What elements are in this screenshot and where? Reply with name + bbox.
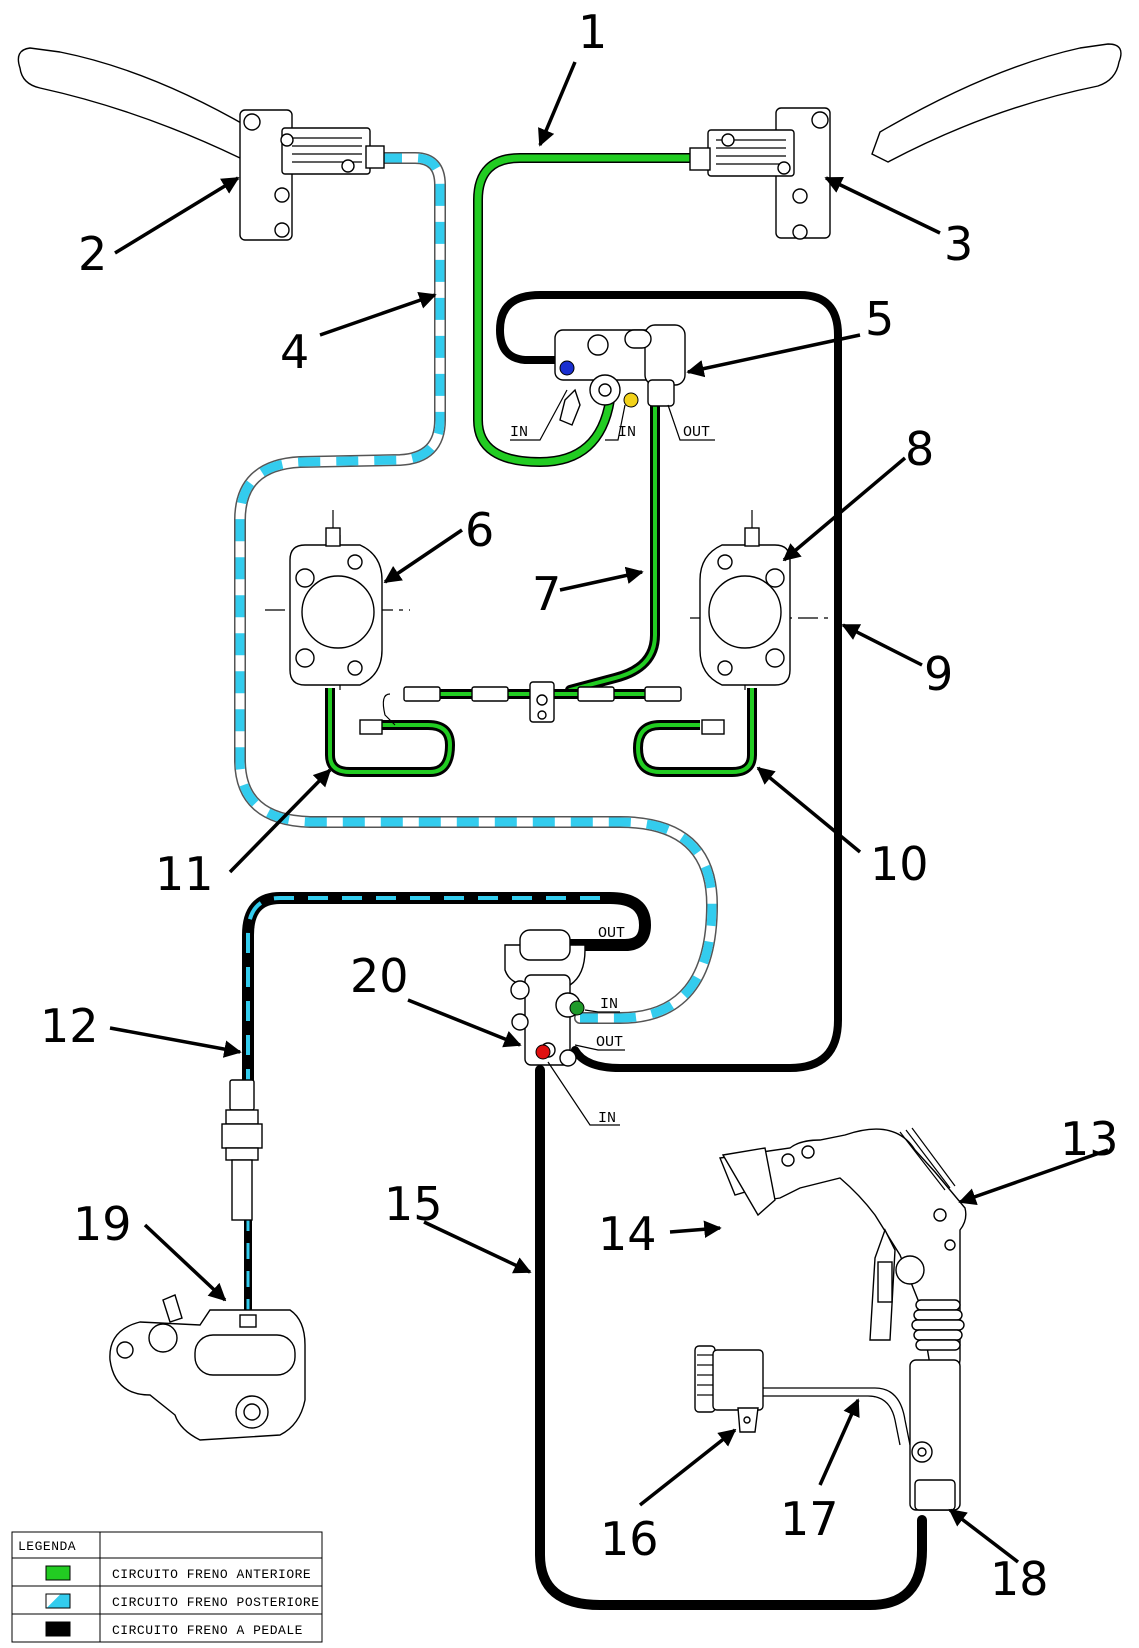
front-left-caliper-6 — [265, 510, 410, 690]
callout-5: 5 — [865, 292, 894, 346]
callout-6: 6 — [465, 503, 494, 557]
callout-10: 10 — [870, 837, 929, 891]
hose-4-rear-circuit — [234, 152, 719, 1024]
callout-18: 18 — [990, 1552, 1049, 1606]
port-label-5-in-left: IN — [510, 424, 528, 441]
callout-19: 19 — [73, 1197, 132, 1251]
valve-20 — [504, 929, 628, 1126]
callout-3: 3 — [944, 217, 973, 271]
port-labels: IN IN OUT OUT IN OUT IN — [510, 424, 710, 1127]
brake-pedal-assembly — [694, 1127, 967, 1511]
legend-label-pedal: CIRCUITO FRENO A PEDALE — [112, 1623, 303, 1638]
right-brake-lever-3 — [689, 43, 1122, 240]
callout-labels: 1 2 3 4 5 6 7 8 9 10 11 12 13 14 15 16 1… — [40, 5, 1119, 1606]
callout-16: 16 — [600, 1512, 659, 1566]
callout-11: 11 — [155, 847, 214, 901]
legend-swatch-pedal — [45, 1621, 71, 1637]
callout-arrows — [109, 61, 1109, 1564]
hose-1-front-circuit — [473, 153, 695, 468]
port-label-20-out-top: OUT — [598, 925, 625, 942]
valve-5 — [510, 324, 715, 441]
rear-caliper-19 — [109, 1079, 306, 1441]
callout-20: 20 — [350, 949, 409, 1003]
legend-swatch-rear — [45, 1593, 71, 1609]
callout-14: 14 — [598, 1207, 657, 1261]
hose-12-rear-caliper — [242, 892, 652, 1330]
callout-8: 8 — [905, 422, 934, 476]
callout-1: 1 — [578, 5, 607, 59]
port-label-20-in-bottom: IN — [598, 1110, 616, 1127]
port-label-5-out: OUT — [683, 424, 710, 441]
legend-label-front: CIRCUITO FRENO ANTERIORE — [112, 1567, 311, 1582]
legend-label-rear: CIRCUITO FRENO POSTERIORE — [112, 1595, 320, 1610]
valve-5-yellow-port — [623, 392, 639, 408]
hose-15-pedal-circuit — [535, 1065, 927, 1610]
legend-swatch-front — [45, 1565, 71, 1581]
hose-17-reservoir-line — [760, 1387, 911, 1446]
valve-20-green-port — [569, 1000, 585, 1016]
callout-12: 12 — [40, 999, 99, 1053]
callout-7: 7 — [532, 567, 561, 621]
hose-11-left-caliper — [325, 688, 456, 777]
legend: LEGENDA CIRCUITO FRENO ANTERIORE CIRCUIT… — [11, 1531, 323, 1643]
left-brake-lever-2 — [17, 47, 385, 241]
callout-9: 9 — [924, 647, 953, 701]
hose-9-pedal-circuit — [495, 291, 842, 1072]
callout-15: 15 — [384, 1177, 443, 1231]
hose-10-right-caliper — [632, 688, 757, 777]
front-right-caliper-8 — [690, 510, 830, 690]
callout-4: 4 — [280, 325, 309, 379]
callout-17: 17 — [780, 1492, 839, 1546]
splitter-fittings — [359, 681, 725, 735]
callout-2: 2 — [78, 227, 107, 281]
callout-13: 13 — [1060, 1112, 1119, 1166]
valve-20-red-port — [535, 1044, 551, 1060]
hose-7-front-split — [565, 400, 660, 695]
port-label-20-in: IN — [600, 996, 618, 1013]
legend-title: LEGENDA — [18, 1539, 76, 1554]
port-label-20-out-bottom: OUT — [596, 1034, 623, 1051]
valve-5-blue-port — [559, 360, 575, 376]
port-label-5-in-right: IN — [618, 424, 636, 441]
